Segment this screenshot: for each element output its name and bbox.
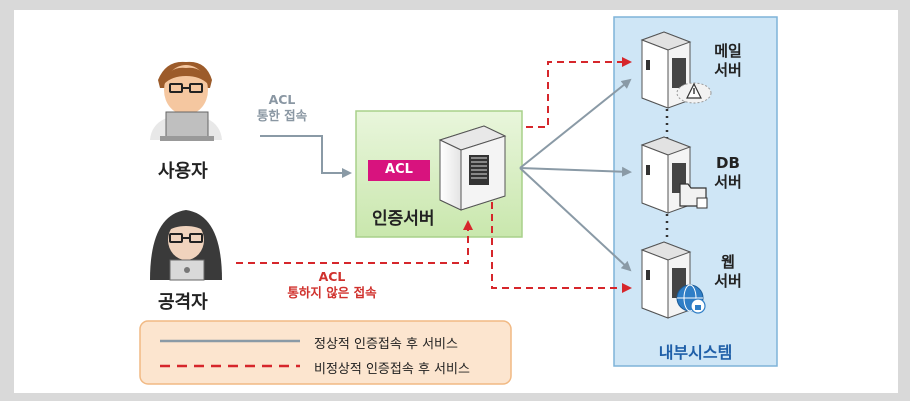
auth-to-web-dashed [491, 178, 632, 293]
mail-server-label-line1: 메일 [714, 42, 742, 60]
mail-server-label-line2: 서버 [714, 61, 742, 79]
no-acl-access-label: ACL 통하지 않은 접속 [262, 269, 402, 301]
acl-badge-bg [368, 160, 430, 181]
acl-badge-label: ACL [385, 162, 413, 177]
auth-server-icon [438, 125, 507, 211]
user-figure-icon [150, 61, 222, 141]
web-server-icon [640, 241, 692, 319]
legend-normal-label: 정상적 인증접속 후 서비스 [314, 337, 458, 352]
db-server-label: DB 서버 [706, 154, 750, 192]
mail-server-label: 메일 서버 [706, 42, 750, 80]
db-server-label-line2: 서버 [714, 173, 742, 191]
auth-server-label: 인증서버 [372, 209, 435, 229]
web-server-label-line1: 웹 [721, 253, 735, 271]
acl-access-label-line1: ACL [268, 92, 296, 107]
attacker-label: 공격자 [158, 292, 208, 313]
legend-abnormal-label: 비정상적 인증접속 후 서비스 [314, 362, 470, 377]
db-server-label-line1: DB [716, 154, 740, 172]
warning-cloud-icon [676, 82, 712, 104]
acl-access-line [260, 135, 352, 178]
attacker-figure-icon [150, 210, 222, 281]
no-acl-access-line [236, 220, 473, 264]
legend-box [139, 320, 512, 385]
folder-icon [679, 183, 708, 209]
auth-to-mail-line [519, 78, 632, 169]
no-acl-access-label-line1: ACL [318, 269, 346, 284]
web-server-label: 웹 서버 [706, 253, 750, 291]
auth-to-web-line [519, 167, 632, 272]
internal-system-title: 내부시스템 [658, 343, 733, 362]
mail-server-icon [640, 31, 692, 109]
acl-access-label: ACL 통한 접속 [242, 92, 322, 124]
auth-to-mail-dashed [526, 57, 632, 128]
acl-access-label-line2: 통한 접속 [256, 108, 308, 123]
no-acl-access-label-line2: 통하지 않은 접속 [287, 285, 377, 300]
auth-to-db-line [519, 166, 632, 177]
user-label: 사용자 [158, 161, 208, 182]
globe-lock-icon [676, 284, 706, 314]
web-server-label-line2: 서버 [714, 272, 742, 290]
